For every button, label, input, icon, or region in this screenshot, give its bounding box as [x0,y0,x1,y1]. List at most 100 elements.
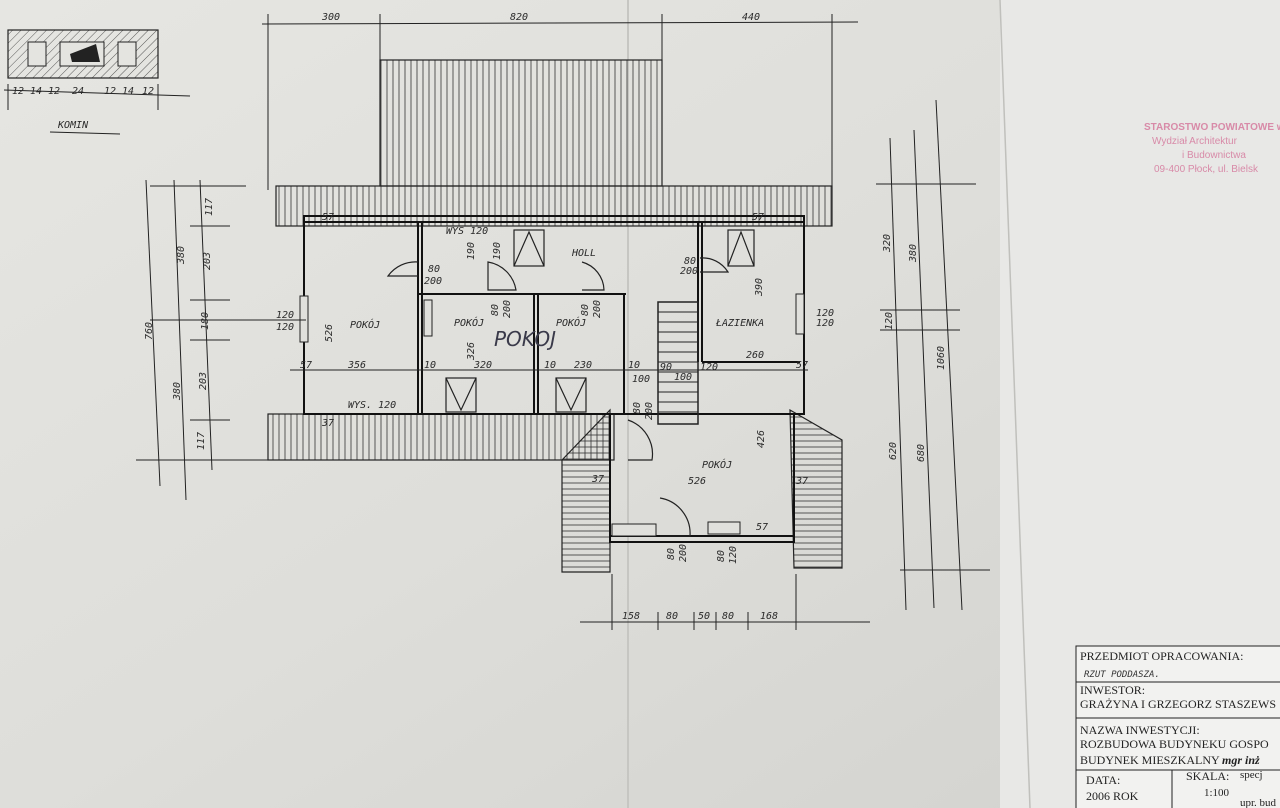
room-label-bath: ŁAZIENKA [715,318,764,329]
right-dim-mid-top: 380 [908,244,919,263]
room-label-center-right: POKÓJ [556,316,586,329]
height-label-top: WYS 120 [446,226,488,237]
left-dim-inner-2: 203 [202,252,213,270]
inner-dim-526b: 526 [688,476,706,487]
window-bottom-a: 80 [716,550,727,562]
chimney-dim-4: 24 [72,86,84,97]
roof-eave-bottom [267,413,615,461]
tb-project-value-2: BUDYNEK MIESZKALNY [1080,753,1220,767]
top-dim-right: 440 [742,12,760,23]
staircase [657,301,699,425]
door-h-5: 200 [644,402,655,420]
roof-eave-top [275,185,833,227]
inner-dim-57d: 57 [796,360,808,371]
door-h-6: 200 [678,544,689,562]
left-dim-mid-bottom: 380 [172,382,183,401]
chimney-label-underline [49,131,121,135]
inner-dim-390: 390 [754,278,765,297]
inner-dim-230: 230 [574,360,592,371]
left-dim-inner-4: 203 [198,372,209,390]
chimney-dim-7: 12 [142,86,154,97]
right-dim-inner-bottom: 620 [888,442,899,460]
door-h-1: 200 [424,276,442,287]
chimney-dim-3: 12 [48,86,60,97]
room-label-left: POKÓJ [350,318,380,331]
bottom-dim-3: 50 [698,611,710,622]
inner-dim-10c: 10 [628,360,640,371]
roof-lower-right [789,408,843,569]
tb-scale-label: SKALA: [1186,769,1229,783]
tb-date-label: DATA: [1086,773,1120,787]
door-w-4: 80 [580,304,591,316]
tb-spec: specj [1240,769,1263,781]
top-dimension-line [261,14,859,190]
tb-author: mgr inż [1222,753,1260,767]
window-bottom-b: 120 [728,546,739,564]
inner-dim-57c: 57 [300,360,312,371]
stamp-line-1: STAROSTWO POWIATOWE w PŁ [1144,122,1280,133]
chimney-dim-6: 14 [122,86,134,97]
top-dim-center: 820 [510,12,528,23]
inner-dim-356: 356 [347,360,366,371]
window-right-b: 120 [816,318,834,329]
inner-dim-57a: 57 [322,212,334,223]
inner-dim-37c: 37 [795,476,808,487]
tb-project-value-1: ROZBUDOWA BUDYNEKU GOSPO [1080,737,1269,751]
inner-dim-426: 426 [756,430,767,448]
inner-dim-190a: 190 [466,242,477,260]
inner-dim-57e: 57 [756,522,768,533]
inner-dim-120: 120 [700,362,718,373]
title-block [1075,645,1280,808]
chimney-detail [3,29,191,110]
wall-windows [299,293,805,537]
roof-dormer-top [379,59,663,187]
chimney-label: KOMIN [57,120,89,131]
door-w-2: 80 [684,256,696,267]
inner-dim-320: 320 [473,360,492,371]
left-dimension-lines [136,179,306,501]
tb-subject-label: PRZEDMIOT OPRACOWANIA: [1080,649,1243,663]
inner-dim-100b: 100 [674,372,692,383]
inner-dim-260: 260 [746,350,764,361]
inner-dim-190b: 190 [492,242,503,260]
inner-dim-526: 526 [324,324,335,342]
left-dim-inner-3: 180 [200,312,211,330]
door-w-5: 80 [632,402,643,414]
stamp-line-3: i Budownictwa [1182,150,1246,161]
room-label-center: POKÓJ [454,316,484,329]
door-w-1: 80 [428,264,440,275]
inner-dim-100a: 100 [632,374,650,385]
window-right-a: 120 [816,308,834,319]
tb-scale-value: 1:100 [1204,787,1230,799]
right-dim-inner-mid: 120 [884,312,895,330]
handwritten-room-label: POKOJ [494,327,556,351]
stamp-line-2: Wydział Architektur [1152,136,1238,147]
bottom-dim-2: 80 [666,611,678,622]
tb-upr: upr. bud [1240,797,1277,808]
roof-windows [445,229,755,413]
window-left-b: 120 [276,322,294,333]
inner-dim-37a: 37 [321,418,334,429]
door-h-4: 200 [592,300,603,318]
tb-subject-value: RZUT PODDASZA. [1084,670,1160,680]
door-h-3: 200 [502,300,513,318]
inner-dim-57b: 57 [752,212,764,223]
chimney-dim-2: 14 [30,86,42,97]
top-dim-left: 300 [321,12,340,23]
paper-edge-line [999,0,1031,808]
right-dim-outer: 1060 [936,346,947,370]
right-dimension-lines [876,99,990,611]
left-dim-outer: 760 [144,322,155,340]
height-label-bottom: WYS. 120 [348,400,396,411]
tb-investor-value: GRAŻYNA I GRZEGORZ STASZEWS [1080,697,1276,711]
doors [386,257,730,537]
roof-lower-left [561,408,611,573]
door-h-2: 200 [680,266,698,277]
chimney-dim-5: 12 [104,86,116,97]
stamp-line-4: 09-400 Płock, ul. Bielsk [1154,164,1259,175]
right-dim-mid-bottom: 680 [916,444,927,462]
bottom-dim-5: 168 [760,611,778,622]
bottom-dimension-line [580,574,870,630]
